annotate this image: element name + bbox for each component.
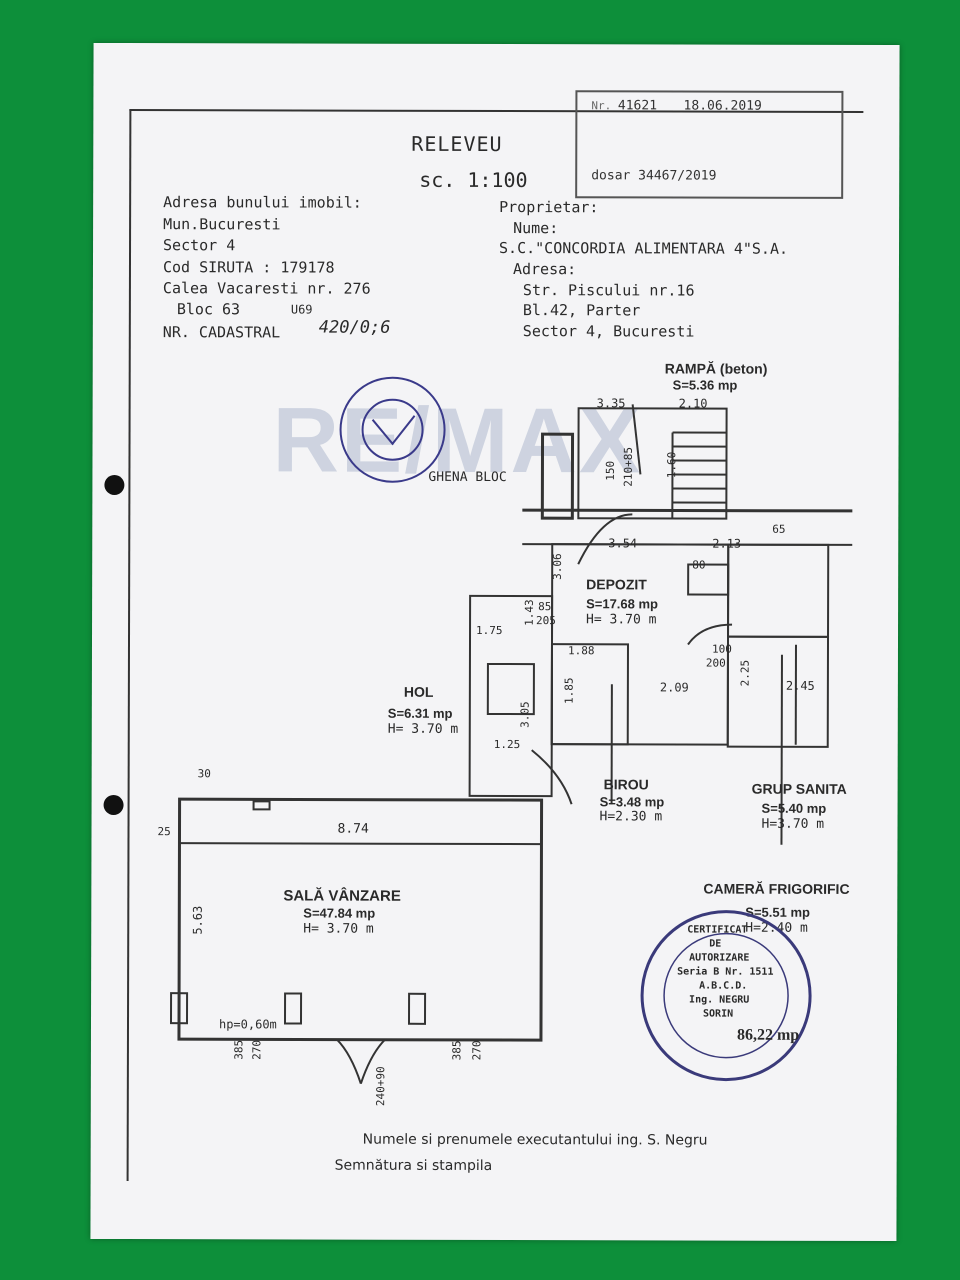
footer-signature: Semnătura si stampila bbox=[334, 1157, 493, 1174]
room-rampa-area: S=5.36 mp bbox=[672, 377, 738, 393]
room-grup-name: GRUP SANITA bbox=[751, 780, 847, 797]
dim-3-35: 3.35 bbox=[596, 396, 626, 411]
document-sheet: RE/MAX Nr. 41621 18.06.2019 dosar 34467/… bbox=[90, 42, 900, 1242]
room-hol-name: HOL bbox=[403, 683, 434, 700]
dim-2-45: 2.45 bbox=[785, 678, 815, 693]
floor-plan-drawing bbox=[169, 376, 853, 1084]
dim-hp: hp=0,60m bbox=[218, 1017, 277, 1032]
cert-line-7: SORIN bbox=[703, 1008, 734, 1020]
dim-1-85: 1.85 bbox=[562, 677, 576, 704]
room-birou-height: H=2.30 m bbox=[599, 809, 663, 825]
dim-3-05: 3.05 bbox=[518, 701, 532, 728]
room-depozit-area: S=17.68 mp bbox=[586, 596, 659, 612]
dim-150: 150 bbox=[603, 460, 617, 481]
dim-5-63: 5.63 bbox=[190, 905, 205, 935]
dim-1-60: 1.60 bbox=[665, 451, 679, 479]
dim-2-09: 2.09 bbox=[659, 680, 689, 695]
room-grup-area: S=5.40 mp bbox=[761, 800, 827, 816]
dim-270-left: 270 bbox=[250, 1039, 264, 1060]
dim-1-88: 1.88 bbox=[567, 644, 595, 658]
room-hol-area: S=6.31 mp bbox=[387, 705, 453, 721]
dim-2-25: 2.25 bbox=[738, 659, 752, 687]
room-grup-height: H=3.70 m bbox=[761, 816, 825, 832]
room-depozit-height: H= 3.70 m bbox=[586, 612, 657, 628]
room-birou-name: BIROU bbox=[603, 776, 649, 793]
dim-2-13: 2.13 bbox=[712, 536, 742, 551]
dim-385-left: 385 bbox=[232, 1039, 246, 1060]
dim-100: 100 bbox=[711, 642, 732, 656]
dim-3-06: 3.06 bbox=[550, 553, 564, 580]
certification-stamp bbox=[640, 910, 812, 1082]
dim-30: 30 bbox=[197, 767, 211, 781]
dim-1-75: 1.75 bbox=[476, 623, 503, 638]
total-area: 86,22 mp bbox=[736, 1026, 800, 1044]
dim-3-54: 3.54 bbox=[608, 536, 638, 551]
dim-1-43: 1.43 bbox=[522, 599, 536, 626]
rampa-outline bbox=[577, 407, 728, 520]
dim-270-right: 270 bbox=[470, 1040, 484, 1061]
dim-240-90: 240+90 bbox=[374, 1066, 388, 1107]
dim-8-74: 8.74 bbox=[337, 821, 369, 837]
room-rampa-name: RAMPĂ (beton) bbox=[664, 360, 768, 377]
dim-205: 205 bbox=[536, 614, 556, 628]
room-sala-name: SALĂ VÂNZARE bbox=[283, 887, 401, 905]
cert-line-6: Ing. NEGRU bbox=[689, 994, 750, 1006]
dim-80: 80 bbox=[692, 558, 706, 572]
dim-200: 200 bbox=[705, 656, 726, 670]
room-ghena-name: GHENA BLOC bbox=[428, 469, 507, 486]
dim-85: 85 bbox=[538, 600, 552, 614]
footer-executant: Numele si prenumele executantului ing. S… bbox=[362, 1131, 708, 1149]
dim-210-85: 210+85 bbox=[621, 446, 635, 487]
cert-line-3: AUTORIZARE bbox=[689, 952, 750, 964]
cert-line-2: DE bbox=[709, 938, 722, 950]
cadastre-round-stamp bbox=[339, 376, 446, 483]
cert-line-5: A.B.C.D. bbox=[699, 980, 748, 992]
room-camera-name: CAMERĂ FRIGORIFIC bbox=[703, 880, 850, 897]
room-depozit-name: DEPOZIT bbox=[586, 576, 647, 593]
dim-65: 65 bbox=[772, 522, 786, 536]
dim-385-right: 385 bbox=[450, 1040, 464, 1061]
room-birou-area: S=3.48 mp bbox=[599, 794, 665, 810]
cert-line-4: Seria B Nr. 1511 bbox=[677, 966, 774, 978]
dim-2-10: 2.10 bbox=[678, 396, 708, 411]
dim-1-25: 1.25 bbox=[493, 737, 521, 752]
dim-25: 25 bbox=[157, 825, 171, 839]
room-hol-height: H= 3.70 m bbox=[387, 721, 459, 737]
room-sala-height: H= 3.70 m bbox=[303, 921, 374, 937]
cert-line-1: CERTIFICAT bbox=[687, 924, 748, 936]
room-sala-area: S=47.84 mp bbox=[303, 905, 376, 921]
